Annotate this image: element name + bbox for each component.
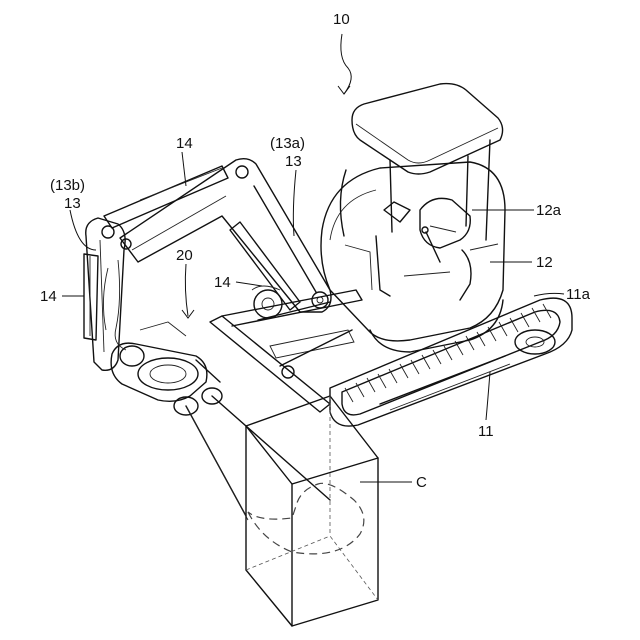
label-14-top: 14	[176, 135, 193, 152]
label-11: 11	[478, 423, 494, 440]
label-14-left: 14	[40, 288, 57, 305]
label-11a: 11a	[566, 286, 591, 303]
cab	[340, 84, 502, 300]
leader-lines	[62, 34, 564, 482]
label-13a-sub: (13a)	[270, 135, 305, 152]
label-12a: 12a	[536, 202, 562, 219]
container	[246, 396, 378, 626]
label-13b-sub: (13b)	[50, 177, 85, 194]
label-10: 10	[333, 11, 350, 28]
attachment	[103, 260, 222, 415]
arm	[86, 218, 131, 370]
label-13-boom: 13	[285, 153, 302, 170]
label-C: C	[416, 474, 427, 491]
label-14-mid: 14	[214, 274, 231, 291]
hanging-lines	[186, 396, 330, 520]
front-frame	[210, 290, 362, 412]
upper-body	[321, 162, 505, 352]
label-20: 20	[176, 247, 193, 264]
label-12: 12	[536, 254, 553, 271]
crawler-track	[330, 298, 572, 426]
label-13-arm: 13	[64, 195, 81, 212]
